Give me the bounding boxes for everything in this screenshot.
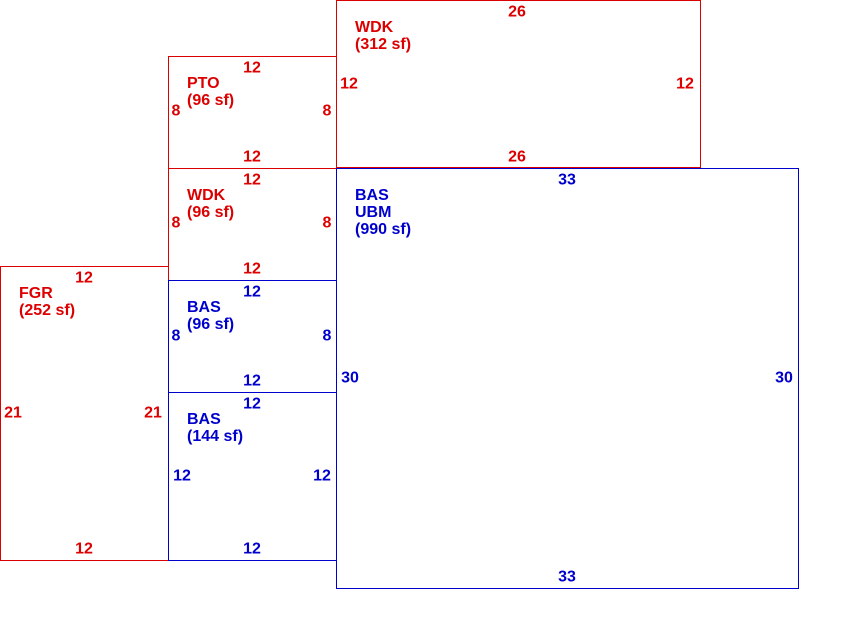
room-area: (252 sf) [19, 302, 76, 319]
dimension-top: 12 [243, 283, 261, 301]
dimension-top: 12 [243, 59, 261, 77]
dimension-top: 12 [75, 269, 93, 287]
dimension-left: 8 [171, 327, 181, 345]
dimension-bottom: 26 [508, 148, 526, 166]
room-name: WDK [355, 19, 394, 36]
room-area: (312 sf) [355, 36, 412, 53]
dimension-right: 8 [322, 327, 332, 345]
room-name: PTO [187, 75, 220, 92]
dimension-right: 30 [775, 369, 793, 387]
dimension-left: 30 [341, 369, 359, 387]
dimension-bottom: 33 [558, 568, 576, 586]
dimension-left: 21 [4, 404, 22, 422]
room-area: (96 sf) [187, 204, 235, 221]
room-subname: UBM [355, 204, 392, 221]
dimension-bottom: 12 [75, 540, 93, 558]
room-area: (144 sf) [187, 428, 244, 445]
dimension-left: 8 [171, 102, 181, 120]
dimension-right: 12 [676, 75, 694, 93]
dimension-left: 8 [171, 214, 181, 232]
room-name: BAS [187, 299, 221, 316]
room-area: (96 sf) [187, 316, 235, 333]
dimension-right: 8 [322, 214, 332, 232]
dimension-right: 21 [144, 404, 162, 422]
dimension-bottom: 12 [243, 260, 261, 278]
dimension-bottom: 12 [243, 372, 261, 390]
dimension-right: 12 [313, 467, 331, 485]
dimension-top: 33 [558, 171, 576, 189]
dimension-right: 8 [322, 102, 332, 120]
room-name: BAS [187, 411, 221, 428]
dimension-left: 12 [340, 75, 358, 93]
dimension-top: 12 [243, 171, 261, 189]
room-name: FGR [19, 285, 53, 302]
room-area: (96 sf) [187, 92, 235, 109]
room-wdk-top-bottom-edge [336, 167, 701, 169]
dimension-bottom: 12 [243, 540, 261, 558]
room-bas-main [336, 168, 799, 589]
room-area: (990 sf) [355, 221, 412, 238]
room-name: BAS [355, 187, 389, 204]
dimension-top: 26 [508, 3, 526, 21]
dimension-left: 12 [173, 467, 191, 485]
dimension-bottom: 12 [243, 148, 261, 166]
dimension-top: 12 [243, 395, 261, 413]
room-name: WDK [187, 187, 226, 204]
